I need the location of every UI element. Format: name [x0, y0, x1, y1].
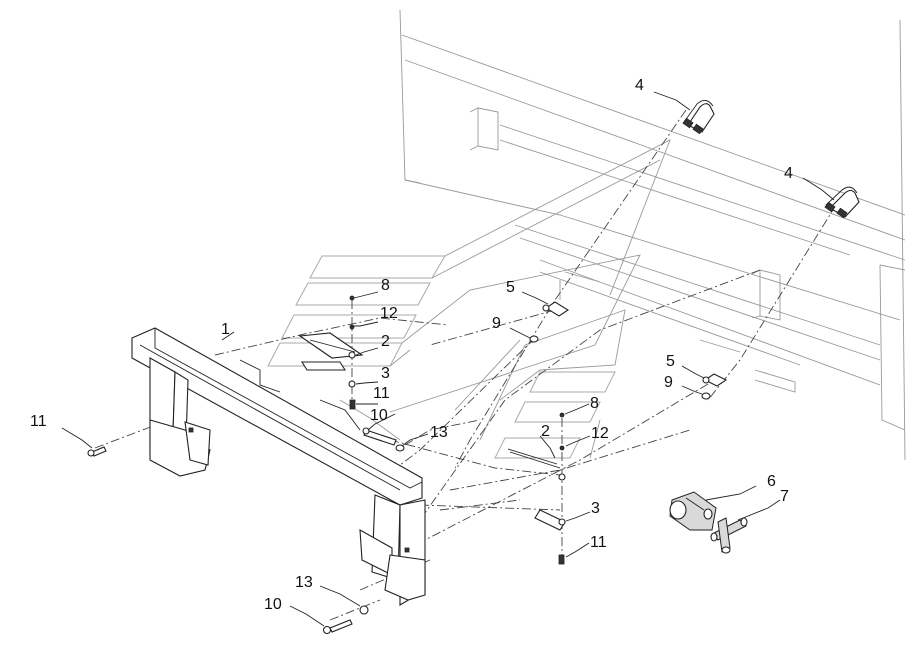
callout-2-left: 2	[381, 333, 390, 350]
callout-5-right: 5	[666, 353, 675, 370]
coupler-part-6	[669, 491, 717, 531]
callout-10-lower: 10	[264, 596, 282, 613]
callout-5-left: 5	[506, 279, 515, 296]
washer-part-13-lower	[359, 605, 369, 615]
callout-4-upper: 4	[635, 77, 644, 94]
callout-11-middle: 11	[373, 385, 390, 402]
bracket-frame-part-1	[131, 327, 426, 606]
bolt-part-11-left	[87, 446, 107, 457]
callout-1: 1	[221, 321, 230, 338]
tee-fitting-part-7	[710, 517, 748, 554]
callouts: 1 2 2 3 3 4 4 5 5 6 7 8 8 9 9 10 10 11 1…	[30, 77, 793, 613]
washer-part-9-left	[529, 335, 539, 343]
strap-part-2-right	[507, 448, 566, 531]
bolt-part-10-lower	[322, 619, 353, 635]
washer-part-9-right	[701, 392, 711, 400]
callout-12-right: 12	[591, 425, 609, 442]
hardware-left-stack	[348, 295, 356, 410]
pin-part-5-left	[542, 301, 570, 317]
hardware-right-stack	[558, 412, 566, 565]
bolt-part-10-upper	[362, 427, 397, 446]
leader-lines	[61, 91, 835, 627]
callout-4-lower: 4	[784, 165, 793, 182]
callout-9-right: 9	[664, 374, 673, 391]
pin-part-5-right	[702, 373, 728, 387]
callout-3-right: 3	[591, 500, 600, 517]
callout-13-upper: 13	[430, 424, 448, 441]
callout-2-right: 2	[541, 423, 550, 440]
u-bolt-part-4-lower	[824, 186, 860, 219]
u-bolt-part-4-upper	[682, 100, 715, 135]
strap-part-2-left	[298, 332, 364, 371]
callout-7: 7	[780, 488, 789, 505]
callout-3-left: 3	[381, 365, 390, 382]
assembly-lines	[94, 109, 837, 621]
callout-9-left: 9	[492, 315, 501, 332]
truck-body-outline	[399, 9, 906, 461]
washer-part-13-upper	[395, 444, 405, 452]
callout-6: 6	[767, 473, 776, 490]
mudflap-panel-left	[267, 139, 671, 441]
callout-13-lower: 13	[295, 574, 313, 591]
callout-11-right: 11	[590, 534, 607, 551]
callout-8-right: 8	[590, 395, 599, 412]
callout-10-upper: 10	[370, 407, 388, 424]
callout-8-left: 8	[381, 277, 390, 294]
callout-12-left: 12	[380, 305, 398, 322]
callout-11-left: 11	[30, 413, 47, 430]
mudflap-panel-right	[454, 309, 626, 459]
